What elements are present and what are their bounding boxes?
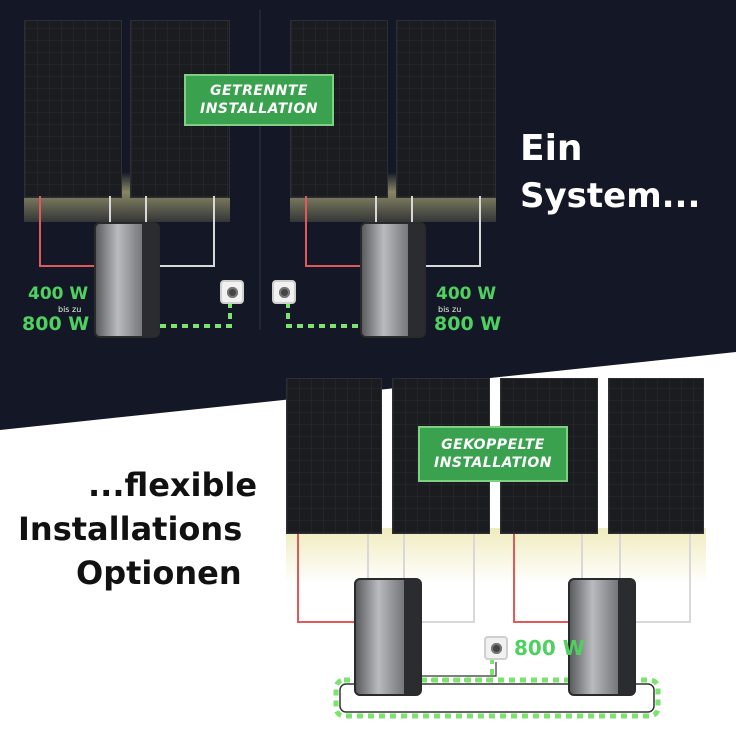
wall-socket-icon: [220, 280, 244, 304]
headline-bottom-line2: Installations: [18, 510, 243, 548]
right-output-low: 400 W: [436, 284, 497, 304]
power-station-icon: [360, 222, 426, 338]
left-output-low: 400 W: [28, 284, 89, 304]
power-station-icon: [94, 222, 160, 338]
badge-label-line1: GEKOPPELTE: [441, 437, 545, 453]
headline-bottom-line3: Optionen: [76, 554, 242, 592]
solar-panel-icon: [24, 20, 122, 198]
power-station-icon: [568, 578, 636, 696]
badge-label-line2: INSTALLATION: [433, 455, 553, 471]
badge-label-line2: INSTALLATION: [199, 101, 319, 117]
left-output-connector: bis zu: [58, 305, 82, 314]
headline-top-line2: System...: [520, 176, 701, 216]
left-output-high: 800 W: [22, 313, 90, 335]
headline-bottom-line1: ...flexible: [88, 466, 258, 504]
power-station-icon: [354, 578, 422, 696]
headline-top-line1: Ein: [520, 128, 583, 169]
wall-socket-icon: [272, 280, 296, 304]
solar-panel-icon: [396, 20, 496, 198]
solar-glow-bottom: [286, 528, 706, 584]
solar-panel-icon: [286, 378, 382, 534]
badge-label-line1: GETRENNTE: [210, 83, 308, 99]
installation-badge-coupled: GEKOPPELTE INSTALLATION: [418, 426, 568, 482]
wall-socket-icon: [484, 636, 508, 660]
right-output-high: 800 W: [434, 313, 502, 335]
combined-output: 800 W: [514, 636, 585, 660]
right-output-connector: bis zu: [438, 305, 462, 314]
installation-badge-separate: GETRENNTE INSTALLATION: [184, 74, 334, 126]
solar-panel-icon: [608, 378, 704, 534]
